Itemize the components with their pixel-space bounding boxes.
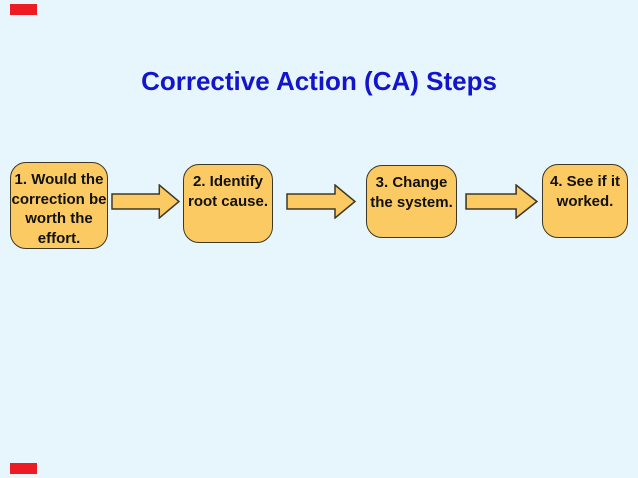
arrow-right-icon [465,184,538,219]
step-3-line-1: 3. Change [375,174,448,191]
step-box-1: 1. Would the correction be worth the eff… [10,162,108,249]
arrow-right-icon [286,184,356,219]
step-box-3: 3. Change the system. [366,165,457,238]
step-1-line-1: 1. Would the [14,171,104,188]
step-box-4: 4. See if it worked. [542,164,628,238]
step-1-line-2: correction be [11,190,107,208]
step-1-line-4: effort. [37,229,81,247]
step-box-2: 2. Identify root cause. [183,164,273,243]
arrow-right-icon [111,184,180,219]
slide-title: Corrective Action (CA) Steps [141,66,497,96]
step-4-line-1: 4. See if it [549,173,621,190]
step-4-line-2: worked. [556,192,614,210]
step-1-line-3: worth the [25,210,93,227]
red-corner-mark-top-left [10,4,37,15]
step-2-line-2: root cause. [187,192,269,210]
step-3-line-2: the system. [370,193,453,211]
red-corner-mark-bottom-left [10,463,37,474]
step-2-line-1: 2. Identify [192,173,263,190]
